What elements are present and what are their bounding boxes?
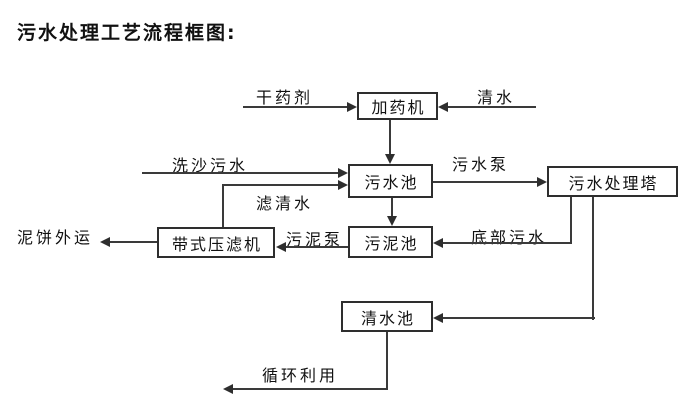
node-treatment-tower: 污水处理塔: [547, 166, 678, 197]
label-dry-agent: 干药剂: [256, 88, 314, 107]
edge-bottom-sewage-arrowhead-icon: [433, 238, 443, 248]
edge-recycle-hline: [233, 388, 388, 390]
edge-sewage-pump-arrowhead-icon: [537, 177, 547, 187]
node-clear-water-pool: 清水池: [341, 301, 433, 332]
edge-dosing-to-sewage-line: [389, 120, 391, 156]
label-bottom-sewage: 底部污水: [471, 228, 548, 247]
edge-tower-to-clear-hline: [443, 317, 595, 319]
edge-sludge-pump-arrowhead-icon: [276, 242, 286, 252]
node-belt-filter-press: 带式压滤机: [157, 227, 275, 258]
edge-dosing-to-sewage-arrowhead-icon: [385, 154, 395, 164]
edge-filtered-water-arrowhead-icon: [338, 180, 348, 190]
edge-recycle-vline: [386, 332, 388, 390]
edge-clear-water-line: [447, 106, 536, 108]
label-clear-water: 清水: [477, 88, 516, 107]
label-filtered-water: 滤清水: [256, 194, 314, 213]
edge-dry-agent-arrowhead-icon: [347, 102, 357, 112]
edge-recycle-arrowhead-icon: [223, 384, 233, 394]
edge-sewage-to-sludge-line: [391, 198, 393, 217]
edge-dry-agent-line: [243, 106, 349, 108]
edge-tower-to-clear-vline: [592, 197, 594, 320]
label-sludge-pump: 污泥泵: [286, 230, 344, 249]
label-sewage-pump: 污水泵: [452, 155, 510, 174]
edge-sewage-to-sludge-arrowhead-icon: [387, 216, 397, 226]
edge-filtered-water-vline: [222, 184, 224, 227]
edge-sand-wash-line: [142, 172, 339, 174]
node-sludge-pool: 污泥池: [348, 226, 433, 258]
edge-tower-to-clear-arrowhead-icon: [433, 313, 443, 323]
edge-mud-cake-line: [110, 241, 157, 243]
edge-mud-cake-arrowhead-icon: [100, 237, 110, 247]
node-dosing-machine: 加药机: [357, 92, 438, 120]
edge-clear-water-arrowhead-icon: [438, 102, 448, 112]
edge-bottom-sewage-hline: [443, 242, 572, 244]
edge-sewage-pump-line: [433, 181, 538, 183]
edge-sand-wash-arrowhead-icon: [338, 168, 348, 178]
label-recycle-use: 循环利用: [262, 366, 339, 385]
label-mud-cake-out: 泥饼外运: [17, 228, 94, 247]
edge-sludge-pump-line: [286, 246, 348, 248]
label-sand-wash-sewage: 洗沙污水: [172, 156, 249, 175]
page-title: 污水处理工艺流程框图:: [17, 22, 237, 44]
edge-bottom-sewage-vline: [570, 197, 572, 243]
edge-filtered-water-hline: [222, 184, 339, 186]
node-sewage-pool: 污水池: [348, 164, 433, 198]
